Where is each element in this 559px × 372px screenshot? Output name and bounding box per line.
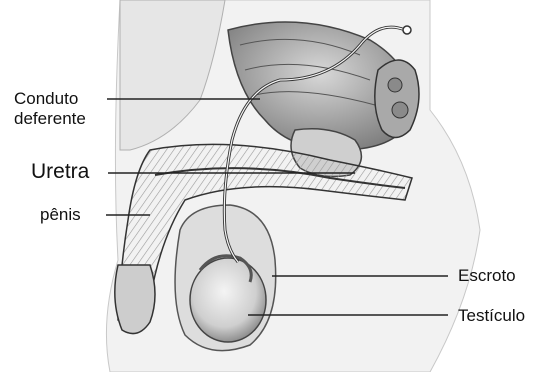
- label-scrotum: Escroto: [458, 266, 516, 286]
- label-urethra: Uretra: [31, 160, 89, 184]
- label-penis: pênis: [40, 205, 81, 225]
- label-testicle: Testículo: [458, 306, 525, 326]
- label-vas-deferens-line1: Conduto: [14, 89, 86, 109]
- seminal-vesicle: [375, 60, 419, 138]
- glans: [115, 265, 155, 334]
- label-vas-deferens-line2: deferente: [14, 109, 86, 129]
- label-vas-deferens: Conduto deferente: [14, 89, 86, 128]
